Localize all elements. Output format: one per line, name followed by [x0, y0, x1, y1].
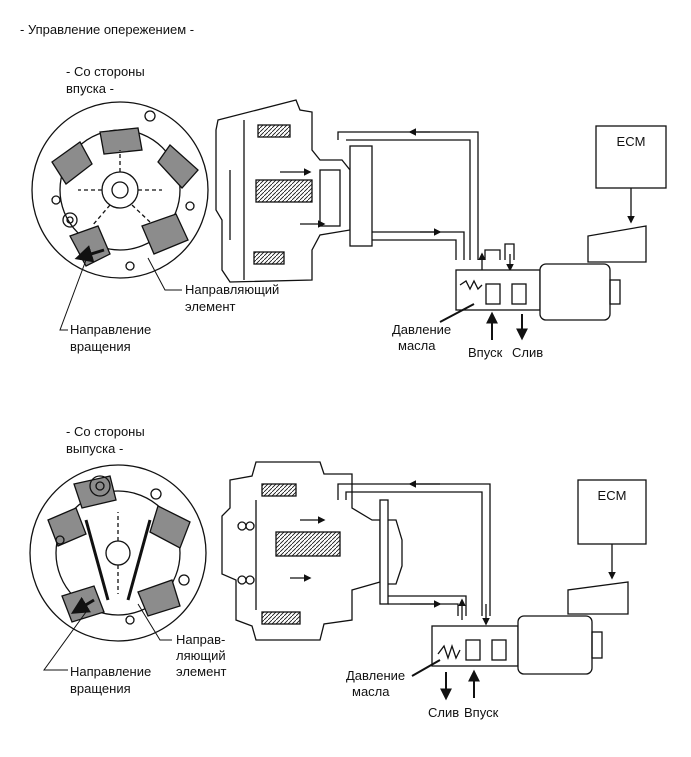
exhaust-side-title: - Со стороны выпуска -	[66, 424, 148, 456]
exhaust-rotor	[29, 464, 207, 642]
intake-guide-label-line1: Направляющий	[185, 282, 279, 297]
intake-oil-control-valve	[455, 225, 647, 321]
intake-camshaft-section	[215, 99, 351, 283]
exhaust-guide-label-line2: ляющий	[176, 648, 226, 663]
intake-port-in-label: Впуск	[468, 345, 503, 360]
intake-section: - Со стороны впуска -	[31, 64, 667, 360]
intake-rotation-label-line2: вращения	[70, 339, 131, 354]
intake-oil-lines	[337, 128, 515, 272]
intake-port-drain-label: Слив	[512, 345, 543, 360]
exhaust-port-arrows	[411, 659, 480, 701]
exhaust-oil-pressure-line2: масла	[352, 684, 390, 699]
exhaust-rotation-label-line1: Направление	[70, 664, 151, 679]
exhaust-vane-bottom-right	[137, 579, 181, 617]
intake-port-arrows	[439, 303, 528, 341]
exhaust-rotation-label-line2: вращения	[70, 681, 131, 696]
exhaust-guide-label-line1: Направ-	[176, 632, 225, 647]
exhaust-rotation-label: Направление вращения	[70, 664, 155, 696]
intake-vane-right	[157, 144, 199, 189]
intake-vane-bottom-right	[141, 213, 189, 255]
exhaust-ecm: ECM	[577, 479, 647, 580]
intake-side-title: - Со стороны впуска -	[66, 64, 148, 96]
exhaust-oil-pressure-line1: Давление	[346, 668, 405, 683]
exhaust-side-title-line1: - Со стороны	[66, 424, 145, 439]
intake-rotor	[31, 101, 209, 279]
intake-side-title-line1: - Со стороны	[66, 64, 145, 79]
exhaust-port-drain-label: Слив	[428, 705, 459, 720]
intake-rotation-label-line1: Направление	[70, 322, 151, 337]
exhaust-vane-right	[149, 505, 191, 549]
intake-oil-pressure-label: Давление масла	[392, 322, 455, 353]
intake-ecm: ECM	[595, 125, 667, 224]
exhaust-guide-label: Направ- ляющий элемент	[176, 632, 229, 679]
intake-rotation-label: Направление вращения	[70, 322, 155, 354]
exhaust-guide-label-line3: элемент	[176, 664, 227, 679]
exhaust-port-in-label: Впуск	[464, 705, 499, 720]
intake-oil-pressure-line2: масла	[398, 338, 436, 353]
intake-oil-pressure-line1: Давление	[392, 322, 451, 337]
intake-side-title-line2: впуска -	[66, 81, 114, 96]
exhaust-vane-top	[73, 475, 117, 509]
page-title: - Управление опережением -	[20, 22, 194, 37]
exhaust-side-plate	[379, 499, 389, 605]
intake-ecm-label: ECM	[617, 134, 646, 149]
exhaust-oil-control-valve	[431, 581, 629, 675]
exhaust-shaft-end	[388, 519, 403, 585]
exhaust-oil-pressure-label: Давление масла	[346, 668, 409, 699]
exhaust-section: - Со стороны выпуска - Н	[29, 424, 647, 720]
exhaust-oil-lines	[337, 480, 491, 626]
exhaust-leaders	[43, 603, 172, 671]
exhaust-ecm-label: ECM	[598, 488, 627, 503]
intake-guide-label: Направляющий элемент	[185, 282, 283, 314]
intake-vane-top	[99, 127, 143, 155]
intake-vane-left	[51, 141, 93, 185]
exhaust-side-title-line2: выпуска -	[66, 441, 123, 456]
intake-guide-label-line2: элемент	[185, 299, 236, 314]
intake-leaders	[59, 257, 182, 331]
intake-side-plate	[349, 145, 373, 247]
exhaust-camshaft-section	[221, 461, 381, 641]
